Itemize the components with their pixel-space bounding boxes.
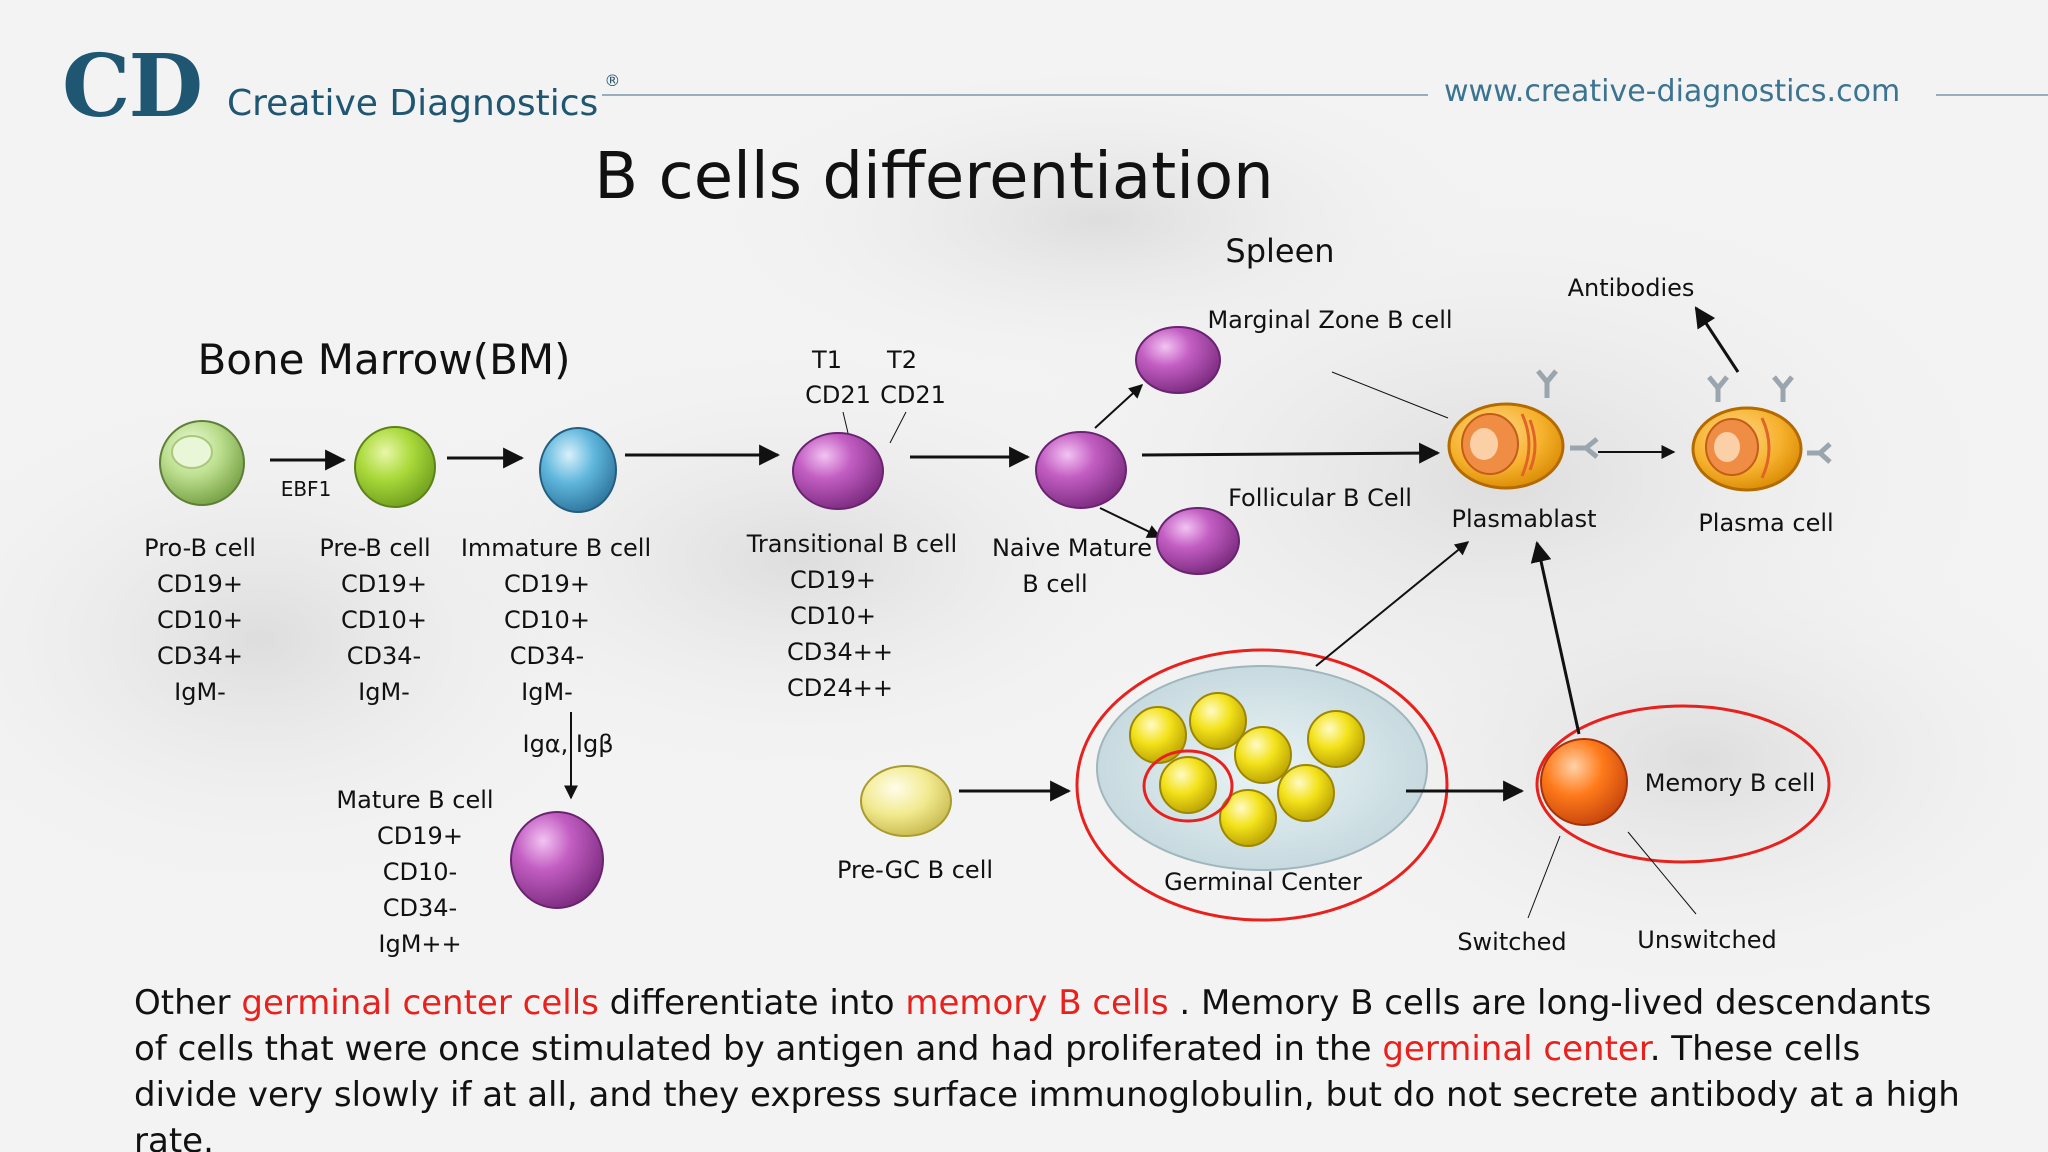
caption-text: Other bbox=[134, 983, 242, 1023]
logo-name: Creative Diagnostics ® bbox=[227, 71, 620, 124]
caption-paragraph: Other germinal center cells differentiat… bbox=[134, 980, 1974, 1152]
caption-highlight: memory B cells bbox=[905, 983, 1169, 1023]
caption-text: differentiate into bbox=[598, 983, 906, 1023]
website-url: www.creative-diagnostics.com bbox=[1444, 74, 1901, 109]
caption-text: . These cells divide very slowly if at a… bbox=[134, 1029, 1960, 1152]
caption-text: . Memory B cells are long-lived descenda… bbox=[134, 983, 1932, 1069]
logo-name-text: Creative Diagnostics bbox=[227, 83, 599, 124]
logo-mark: CD bbox=[62, 36, 203, 137]
company-logo: CD Creative Diagnostics ® bbox=[62, 36, 620, 137]
caption-highlight: germinal center cells bbox=[241, 983, 599, 1023]
registered-mark: ® bbox=[604, 71, 621, 90]
caption-highlight: germinal center bbox=[1382, 1029, 1650, 1069]
slide-title: B cells differentiation bbox=[594, 140, 1274, 214]
